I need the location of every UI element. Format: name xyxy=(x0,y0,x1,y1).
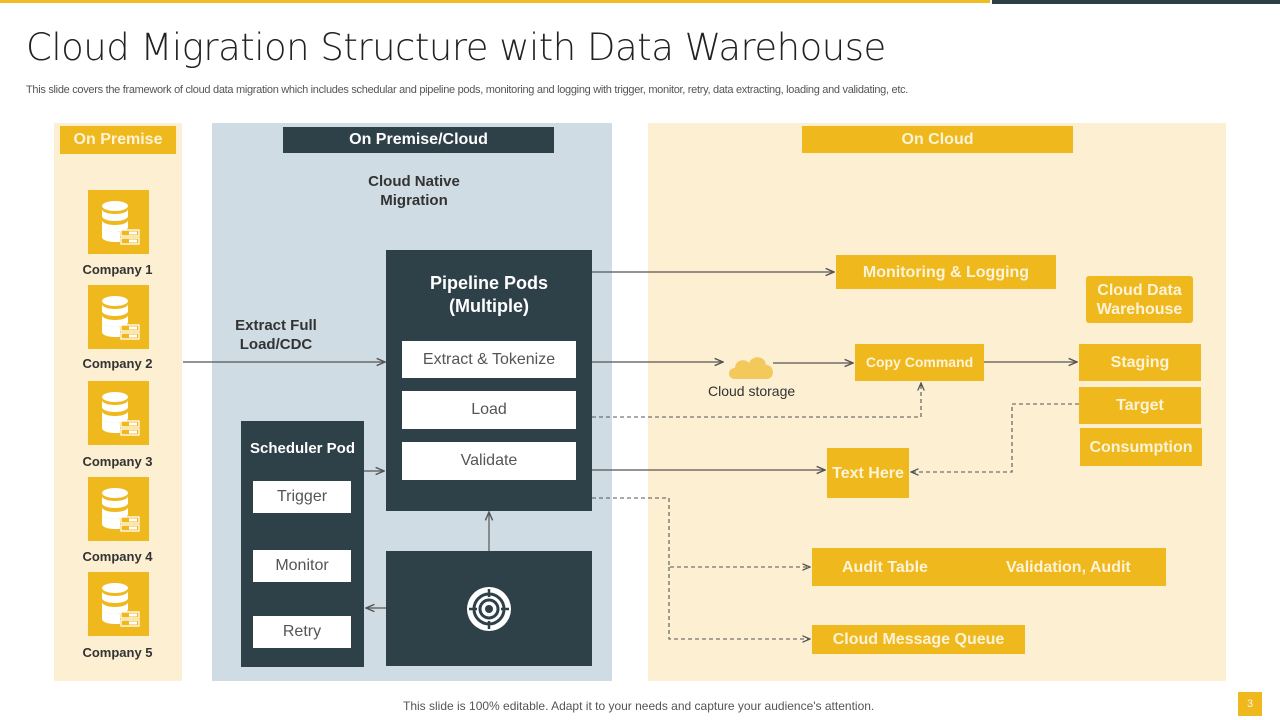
validation-audit-label: Validation, Audit xyxy=(1006,558,1131,576)
scheduler-step-monitor: Monitor xyxy=(253,550,351,582)
scheduler-step-trigger: Trigger xyxy=(253,481,351,513)
page-title: Cloud Migration Structure with Data Ware… xyxy=(26,26,886,69)
audit-table-label: Audit Table xyxy=(842,558,928,576)
company-1-tile xyxy=(88,190,149,254)
company-3-label: Company 3 xyxy=(82,454,153,469)
audit-table-bar: Audit Table Validation, Audit xyxy=(812,548,1166,586)
company-3-tile xyxy=(88,381,149,445)
pipeline-step-extract: Extract & Tokenize xyxy=(402,341,576,378)
page-number: 3 xyxy=(1238,692,1262,716)
cloud-message-queue-box: Cloud Message Queue xyxy=(812,625,1025,654)
top-accent-bar xyxy=(0,0,990,3)
company-1-label: Company 1 xyxy=(82,262,153,277)
company-2-label: Company 2 xyxy=(82,356,153,371)
extract-full-load-label: Extract Full Load/CDC xyxy=(235,317,317,353)
pipeline-step-validate: Validate xyxy=(402,442,576,480)
scheduler-pod-title: Scheduler Pod xyxy=(249,440,356,457)
footer-note: This slide is 100% editable. Adapt it to… xyxy=(403,699,875,713)
cloud-storage-icon xyxy=(725,349,777,386)
database-server-icon xyxy=(101,488,140,532)
on-premise-header: On Premise xyxy=(60,126,176,154)
pipeline-step-load: Load xyxy=(402,391,576,429)
cloud-storage-label: Cloud storage xyxy=(708,383,796,399)
company-2-tile xyxy=(88,285,149,349)
copy-command-box: Copy Command xyxy=(855,344,984,381)
database-server-icon xyxy=(101,392,140,436)
warehouse-target: Target xyxy=(1079,387,1201,424)
database-server-icon xyxy=(101,296,140,340)
company-5-tile xyxy=(88,572,149,636)
cloud-data-warehouse-box: Cloud Data Warehouse xyxy=(1086,276,1193,323)
cloud-native-migration-label: Cloud Native Migration xyxy=(368,173,460,209)
monitoring-logging-box: Monitoring & Logging xyxy=(836,255,1056,289)
company-5-label: Company 5 xyxy=(82,645,153,660)
engine-box xyxy=(386,551,592,666)
warehouse-consumption: Consumption xyxy=(1080,428,1202,466)
warehouse-staging: Staging xyxy=(1079,344,1201,381)
text-here-box: Text Here xyxy=(827,448,909,498)
company-4-label: Company 4 xyxy=(82,549,153,564)
database-server-icon xyxy=(101,201,140,245)
scheduler-step-retry: Retry xyxy=(253,616,351,648)
on-cloud-header: On Cloud xyxy=(802,126,1073,153)
page-subtitle: This slide covers the framework of cloud… xyxy=(26,84,909,96)
company-4-tile xyxy=(88,477,149,541)
on-premise-cloud-header: On Premise/Cloud xyxy=(283,127,554,153)
target-icon xyxy=(467,586,511,631)
pipeline-pods-title: Pipeline Pods (Multiple) xyxy=(429,273,549,316)
top-dark-bar xyxy=(992,0,1280,4)
database-server-icon xyxy=(101,583,140,627)
